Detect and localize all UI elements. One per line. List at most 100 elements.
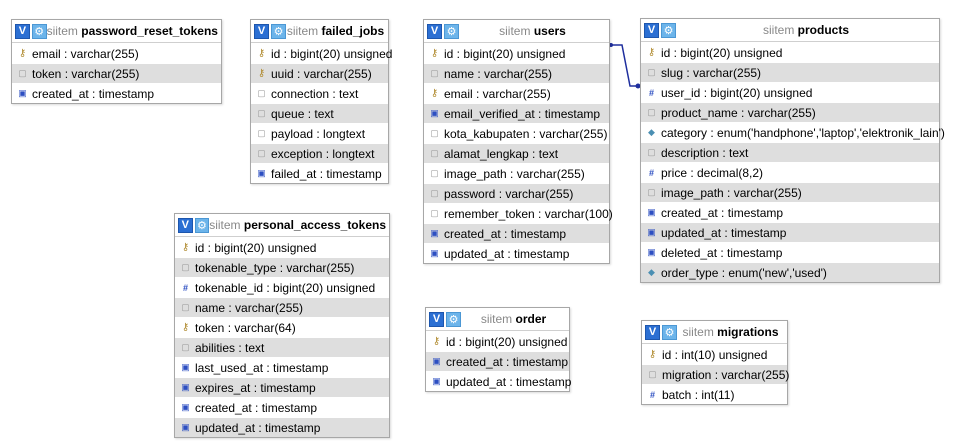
column-row[interactable]: ▢alamat_lengkap : text [424,143,609,163]
column-row[interactable]: #price : decimal(8,2) [641,162,939,182]
column-label: tokenable_id : bigint(20) unsigned [195,280,376,295]
column-row[interactable]: ▢password : varchar(255) [424,183,609,203]
table-header[interactable]: V⚙siitem personal_access_tokens [175,214,389,237]
toggle-button[interactable]: V [15,23,30,39]
database-name: siitem [682,325,714,339]
table-migrations[interactable]: V⚙siitem migrations⚷id : int(10) unsigne… [641,320,789,405]
column-label: abilities : text [195,340,265,355]
column-row[interactable]: ▣deleted_at : timestamp [641,242,939,262]
column-label: updated_at : timestamp [446,374,572,389]
column-row[interactable]: # user_id : bigint(20) unsigned [641,82,939,102]
column-row[interactable]: ▣ updated_at : timestamp [426,371,572,391]
column-icon: ▢ [647,187,656,197]
toggle-button[interactable]: V [254,23,269,39]
column-row[interactable]: ▢ abilities : text [175,337,389,357]
column-row[interactable]: ▣updated_at : timestamp [175,417,389,437]
column-row[interactable]: ⚷id : bigint(20) unsigned [426,331,569,351]
key-icon: ⚷ [181,242,190,253]
table-order[interactable]: V⚙siitem order⚷id : bigint(20) unsigned▣… [425,307,572,392]
table-password_reset_tokens[interactable]: V⚙siitem password_reset_tokens⚷email : v… [11,19,222,104]
column-row[interactable]: ▣updated_at : timestamp [641,222,939,242]
column-icon: ▢ [430,128,439,138]
table-header[interactable]: V⚙siitem products [641,19,939,42]
column-row[interactable]: ▣email_verified_at : timestamp [424,103,609,123]
column-row[interactable]: ▣ expires_at : timestamp [175,377,389,397]
table-header[interactable]: V⚙siitem password_reset_tokens [12,20,221,43]
column-row[interactable]: ▣last_used_at : timestamp [175,357,389,377]
column-row[interactable]: ▢product_name : varchar(255) [641,102,939,122]
column-row[interactable]: ▣created_at : timestamp [12,83,221,103]
column-icon: ▢ [181,342,190,352]
column-row[interactable]: ⚷id : bigint(20) unsigned [175,237,389,257]
column-label: batch : int(11) [662,387,735,402]
column-row[interactable]: ▢token : varchar(255) [12,63,221,83]
column-label: user_id : bigint(20) unsigned [661,85,813,100]
database-name: siitem [286,24,319,38]
gear-icon[interactable]: ⚙ [194,217,210,233]
column-row[interactable]: ◆order_type : enum('new','used') [641,262,939,282]
date-icon: ▣ [432,376,441,386]
column-row[interactable]: ▢name : varchar(255) [175,297,389,317]
column-row[interactable]: #batch : int(11) [642,384,787,404]
column-icon: ▢ [430,148,439,158]
gear-icon[interactable]: ⚙ [662,324,677,340]
table-header[interactable]: V⚙siitem users [424,20,609,43]
table-products[interactable]: V⚙siitem products⚷id : bigint(20) unsign… [640,18,945,283]
column-row[interactable]: ▢payload : longtext [251,123,388,143]
column-label: updated_at : timestamp [661,225,787,240]
column-row[interactable]: ▣created_at : timestamp [426,351,569,371]
column-row[interactable]: ▢queue : text [251,103,388,123]
table-personal_access_tokens[interactable]: V⚙siitem personal_access_tokens⚷id : big… [174,213,390,438]
column-row[interactable]: ▢slug : varchar(255) [641,62,939,82]
toggle-button[interactable]: V [427,23,442,39]
column-row[interactable]: ⚷id : bigint(20) unsigned [424,43,609,63]
column-label: expires_at : timestamp [195,380,316,395]
column-row[interactable]: ⚷id : int(10) unsigned [642,344,787,364]
number-icon: # [648,87,654,98]
column-row[interactable]: ▢kota_kabupaten : varchar(255) [424,123,609,143]
table-header[interactable]: V⚙siitem order [426,308,569,331]
table-users[interactable]: V⚙siitem users⚷id : bigint(20) unsigned▢… [423,19,613,264]
gear-icon[interactable]: ⚙ [661,22,676,38]
column-row[interactable]: ▢description : text [641,142,939,162]
column-row[interactable]: ⚷email : varchar(255) [12,43,221,63]
table-failed_jobs[interactable]: V⚙siitem failed_jobs⚷id : bigint(20) uns… [250,19,392,184]
column-row[interactable]: ▢connection : text [251,83,388,103]
column-row[interactable]: ⚷uuid : varchar(255) [251,63,388,83]
column-row[interactable]: ⚷email : varchar(255) [424,83,609,103]
column-icon: ▢ [257,108,266,118]
column-row[interactable]: ⚷id : bigint(20) unsigned [641,42,939,62]
table-header[interactable]: V⚙siitem migrations [642,321,787,344]
column-row[interactable]: ▣failed_at : timestamp [251,163,388,183]
column-row[interactable]: ▣created_at : timestamp [641,202,939,222]
gear-icon[interactable]: ⚙ [446,311,461,327]
column-row[interactable]: #tokenable_id : bigint(20) unsigned [175,277,389,297]
column-row[interactable]: ▣created_at : timestamp [424,223,609,243]
gear-icon[interactable]: ⚙ [271,23,286,39]
column-row[interactable]: ▢remember_token : varchar(100) [424,203,613,223]
column-row[interactable]: ⚷token : varchar(64) [175,317,389,337]
toggle-button[interactable]: V [644,22,659,38]
date-icon: ▣ [430,248,439,258]
column-row[interactable]: ▢migration : varchar(255) [642,364,789,384]
column-label: image_path : varchar(255) [661,185,802,200]
column-row[interactable]: ▢tokenable_type : varchar(255) [175,257,389,277]
column-row[interactable]: ▣created_at : timestamp [175,397,389,417]
date-icon: ▣ [181,382,190,392]
column-row[interactable]: ▢ image_path : varchar(255) [641,182,939,202]
toggle-button[interactable]: V [178,217,193,233]
column-row[interactable]: ▢exception : longtext [251,143,388,163]
column-row[interactable]: ◆category : enum('handphone','laptop','e… [641,122,945,142]
key-icon: ⚷ [432,336,441,347]
key-icon: ⚷ [430,48,439,59]
toggle-button[interactable]: V [429,311,444,327]
gear-icon[interactable]: ⚙ [444,23,459,39]
enum-icon: ◆ [648,267,655,277]
column-row[interactable]: ▣updated_at : timestamp [424,243,609,263]
column-row[interactable]: ▢name : varchar(255) [424,63,609,83]
column-row[interactable]: ⚷id : bigint(20) unsigned [251,43,392,63]
table-header[interactable]: V⚙siitem failed_jobs [251,20,388,43]
gear-icon[interactable]: ⚙ [31,23,47,39]
column-row[interactable]: ▢image_path : varchar(255) [424,163,609,183]
toggle-button[interactable]: V [645,324,660,340]
